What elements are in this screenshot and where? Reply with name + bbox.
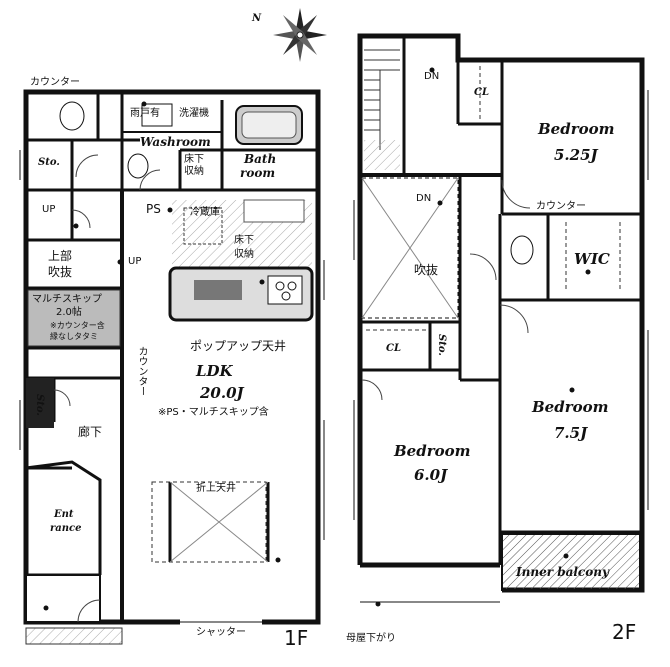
ldk-label: LDK (196, 362, 233, 380)
bedroom-w-label: Bedroom (394, 442, 471, 460)
bathroom-label-2: room (240, 166, 276, 180)
staircase (364, 49, 400, 150)
inner-balcony-area (501, 533, 641, 591)
cooktop-icon (267, 275, 303, 305)
sink-icon (194, 280, 242, 300)
multi-skip-note-1: ※カウンター含 (50, 321, 105, 330)
up-label-left: UP (42, 204, 56, 215)
kitchen-upper-shelf (243, 199, 305, 223)
multi-skip-size: 2.0帖 (56, 307, 82, 318)
floor2-label: 2F (612, 620, 637, 644)
entrance-label-2: rance (50, 523, 82, 534)
dn-stair-label: DN (424, 71, 440, 82)
sto-2f-label: Sto. (436, 334, 447, 356)
hallway-label: 廊下 (78, 425, 103, 439)
underfloor-storage-kitchen-2: 収納 (234, 249, 254, 260)
washer-box (141, 103, 173, 127)
washbasin-icon (127, 153, 149, 179)
floor1-label: 1F (284, 626, 309, 650)
inner-balcony-label: Inner balcony (516, 565, 609, 579)
sto-label-top: Sto. (38, 157, 60, 168)
washer-label: 洗濯機 (179, 108, 209, 119)
bedroom-e-size: 7.5J (554, 424, 588, 442)
amado-label: 雨戸有 (130, 108, 160, 119)
fridge-label: 冷蔵庫 (190, 207, 220, 218)
sto-hall-label: Sto. (34, 394, 45, 416)
compass-rose-icon (273, 8, 327, 62)
underfloor-storage-wash-2: 収納 (184, 166, 204, 177)
sto-hall-wall-block (26, 378, 54, 428)
multi-skip-note-2: 縁なしタタミ (50, 332, 98, 341)
up-label-mid: UP (128, 256, 142, 267)
bedroom-e-label: Bedroom (532, 398, 609, 416)
entrance-label-1: Ent (54, 509, 74, 520)
counter-2f-label: カウンター (536, 201, 586, 212)
void-label-1: 上部 (48, 249, 73, 263)
toilet-2f-icon (510, 235, 534, 265)
folded-ceiling-outline (151, 481, 267, 563)
entrance-porch (25, 627, 123, 645)
floor2-walls (357, 33, 645, 593)
bedroom-w-size: 6.0J (414, 466, 448, 484)
compass-north-label: N (252, 13, 262, 24)
folded-ceiling-label: 折上天井 (196, 483, 236, 494)
cl-top-label: CL (474, 87, 489, 98)
bedroom-ne-size: 5.25J (554, 146, 598, 164)
void-2f-label: 吹抜 (414, 263, 439, 277)
wic-label: WIC (574, 250, 610, 268)
void-label-2: 吹抜 (48, 265, 73, 279)
popup-ceiling-label: ポップアップ天井 (190, 339, 287, 353)
toilet-icon (59, 101, 85, 131)
counter-label-vertical: カウンター (136, 346, 147, 396)
cl-mid-label: CL (386, 343, 401, 354)
underfloor-storage-wash-1: 床下 (184, 154, 204, 165)
roof-note-label: 母屋下がり (346, 633, 396, 644)
bedroom-ne-label: Bedroom (538, 120, 615, 138)
ps-label: PS (146, 202, 161, 216)
fridge-space (183, 207, 223, 245)
shutter-label: シャッター (196, 627, 246, 638)
ldk-size-label: 20.0J (200, 384, 244, 402)
underfloor-storage-kitchen-1: 床下 (234, 235, 254, 246)
ldk-note-label: ※PS・マルチスキップ含 (158, 407, 269, 418)
multi-skip-area (27, 289, 121, 347)
multi-skip-label: マルチスキップ (32, 294, 102, 305)
bathroom-label-1: Bath (244, 152, 277, 166)
dn-void-label: DN (416, 193, 432, 204)
counter-label-top: カウンター (30, 77, 80, 88)
washroom-label: Washroom (140, 135, 211, 149)
